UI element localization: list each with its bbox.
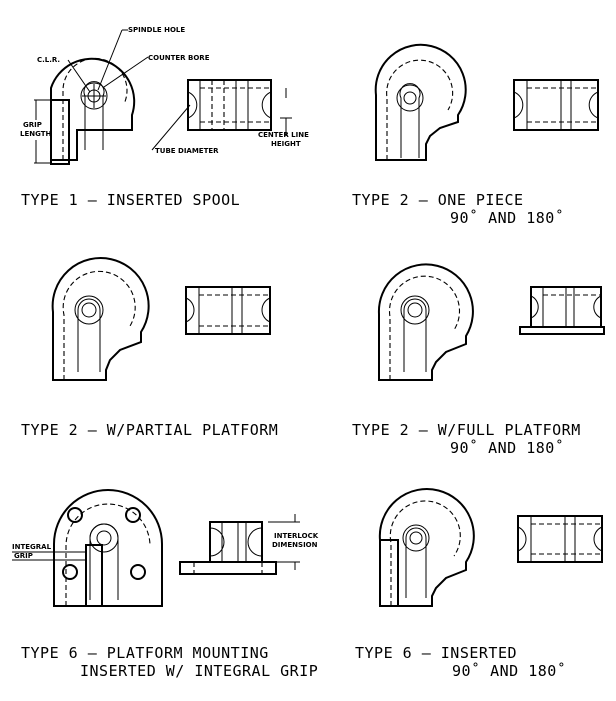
- type2-partial-spool: [185, 286, 271, 335]
- caption-type6-platform-line1: TYPE 6 – PLATFORM MOUNTING: [21, 644, 269, 662]
- caption-type2-one-piece-line2: 90˚ AND 180˚: [450, 209, 565, 227]
- type1-grip-insert: [50, 99, 70, 165]
- caption-type2-full-line2: 90˚ AND 180˚: [450, 439, 565, 457]
- caption-type6-inserted-line2: 90˚ AND 180˚: [452, 662, 567, 680]
- clr-label: C.L.R.: [37, 56, 61, 64]
- type6-bolt-hole-top-right: [125, 507, 141, 523]
- type6-platform-spool: [179, 514, 300, 575]
- type6-platform-die: [12, 489, 163, 607]
- interlock-dimension-label-line2: DIMENSION: [272, 541, 318, 549]
- caption-type2-full-line1: TYPE 2 – W/FULL PLATFORM: [352, 421, 581, 439]
- type6-mounting-platform: [179, 561, 277, 575]
- type2-full-spool: [519, 286, 605, 335]
- caption-type2-one-piece-line1: TYPE 2 – ONE PIECE: [352, 191, 524, 209]
- type2-full-platform: [519, 326, 605, 335]
- center-line-height-label-line1: CENTER LINE: [258, 131, 309, 139]
- type1-counter-bore-circle: [80, 82, 108, 110]
- center-line-height-label-line2: HEIGHT: [271, 140, 301, 148]
- caption-type6-platform-line2: INSERTED W/ INTEGRAL GRIP: [80, 662, 319, 680]
- type6-inserted-die: [378, 488, 475, 607]
- type1-leaders: [34, 29, 292, 164]
- caption-type1: TYPE 1 – INSERTED SPOOL: [21, 191, 241, 209]
- type6-inserted-grip: [379, 539, 399, 607]
- type2-one-piece-die: [374, 43, 467, 161]
- type1-die-side-view: [50, 57, 136, 165]
- tube-diameter-label: TUBE DIAMETER: [155, 147, 219, 155]
- spindle-hole-label: SPINDLE HOLE: [128, 26, 186, 34]
- integral-grip-label-line2: GRIP: [14, 552, 33, 560]
- integral-grip-label-line1: INTEGRAL: [12, 543, 52, 551]
- caption-type2-partial: TYPE 2 – W/PARTIAL PLATFORM: [21, 421, 279, 439]
- type6-bolt-hole-top-left: [67, 507, 83, 523]
- type2-one-piece-spool: [513, 79, 599, 131]
- type2-full-die: [377, 263, 474, 381]
- type6-bolt-hole-bottom-right: [130, 564, 146, 580]
- type6-bolt-hole-bottom-left: [62, 564, 78, 580]
- grip-length-label-line1: GRIP: [23, 121, 42, 129]
- caption-type6-inserted-line1: TYPE 6 – INSERTED: [355, 644, 518, 662]
- type1-spool-front-view: [187, 79, 272, 131]
- grip-length-label-line2: LENGTH: [20, 130, 52, 138]
- type2-partial-die: [51, 257, 150, 381]
- type6-integral-grip: [85, 544, 103, 607]
- counter-bore-label: COUNTER BORE: [148, 54, 210, 62]
- type6-inserted-spool: [517, 515, 603, 563]
- interlock-dimension-label-line1: INTERLOCK: [274, 532, 319, 540]
